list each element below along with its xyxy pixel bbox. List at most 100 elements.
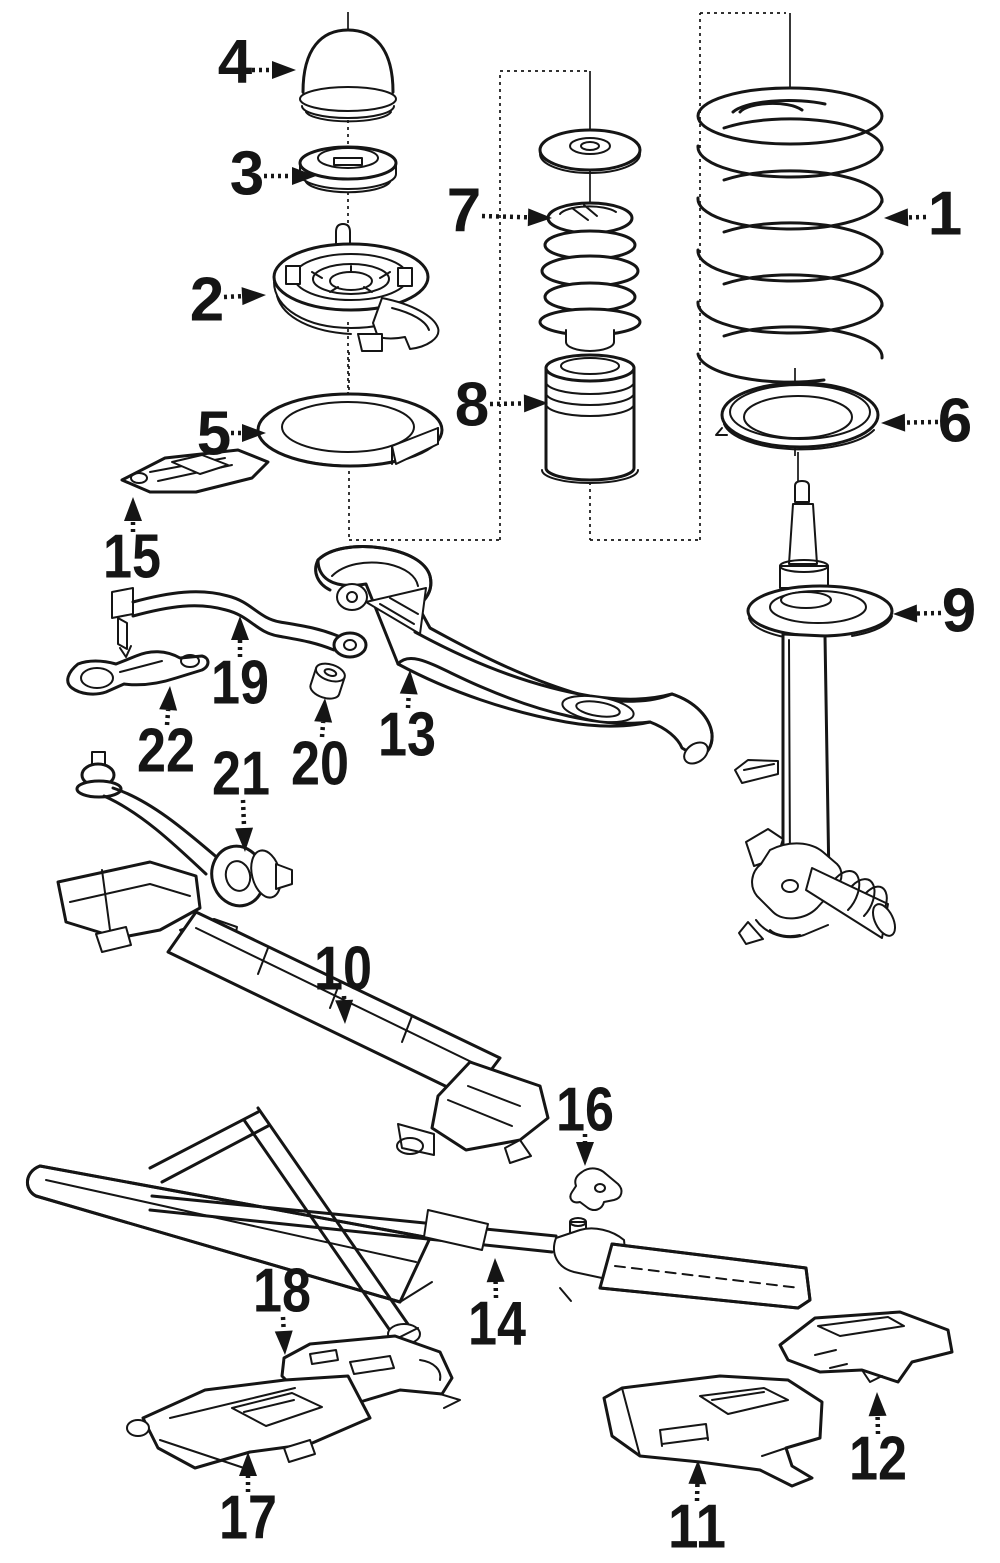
part-number-label: 2 [190,266,224,335]
part-18-splash-shield [280,1334,461,1409]
callout-4[interactable]: 4 [218,28,296,97]
callout-arrow-head [868,1392,887,1417]
part-number-label: 21 [212,740,270,809]
part-number-label: 9 [942,577,976,646]
callout-19[interactable]: 19 [211,616,269,718]
part-6-lower-spring-pad [715,381,880,451]
callout-arrow-head [893,604,918,623]
callout-arrow-head [124,497,142,521]
callout-17[interactable]: 17 [219,1452,277,1553]
part-19-stabilizer-link [111,587,368,659]
part-14-subframe [26,1106,812,1345]
part-number-label: 12 [849,1425,907,1494]
part-number-label: 3 [230,140,264,209]
callout-arrow-shaft [164,709,171,726]
part-number-label: 7 [447,177,481,246]
callout-21[interactable]: 21 [212,740,270,853]
part-12-splash-shield [778,1310,954,1384]
callout-20[interactable]: 20 [291,698,349,799]
part-15-bracket-plate [120,448,270,494]
callout-22[interactable]: 22 [137,686,195,786]
callout-arrow-head [527,208,552,227]
callout-arrow-shaft [489,401,525,407]
part-number-label: 14 [468,1290,526,1359]
part-1-coil-spring [696,86,884,384]
callout-arrow-shaft [319,721,326,738]
callout-arrow-shaft [904,419,939,425]
part-4-dust-cap [299,28,397,123]
part-number-label: 19 [211,649,269,718]
part-number-label: 6 [938,387,972,456]
callout-13[interactable]: 13 [378,670,436,770]
part-17-splash-shield [126,1374,372,1471]
part-21-tension-rod [75,751,293,908]
callout-3[interactable]: 3 [230,140,316,209]
part-8-dust-boot [541,353,639,484]
callout-arrow-shaft [481,213,529,220]
part-number-label: 18 [253,1257,311,1326]
callout-arrow-head [399,670,418,695]
callout-arrow-head [274,1330,293,1355]
callout-arrow-head [688,1460,707,1485]
part-number-label: 17 [219,1484,277,1553]
part-number-label: 16 [556,1076,614,1145]
callout-arrow-head [314,698,333,723]
part-number-label: 10 [314,935,372,1004]
part-number-label: 13 [378,701,436,770]
part-number-label: 1 [928,180,962,249]
callout-arrow-head [241,287,266,306]
callout-7[interactable]: 7 [447,177,552,246]
callout-arrow-head [523,394,548,413]
callout-arrow-shaft [405,693,411,709]
callout-14[interactable]: 14 [468,1258,526,1359]
callout-arrow-shaft [240,799,247,829]
callout-arrow-head [486,1258,505,1283]
callout-10[interactable]: 10 [314,935,372,1025]
callout-arrow-shaft [223,293,243,300]
callout-arrow-head [272,61,296,79]
part-16-bracket [569,1167,623,1211]
callout-11[interactable]: 11 [668,1460,726,1562]
part-number-label: 15 [103,523,161,592]
part-number-label: 11 [668,1493,726,1562]
part-number-label: 4 [218,28,253,97]
part-number-label: 20 [291,730,349,799]
callout-12[interactable]: 12 [849,1392,907,1494]
callout-arrow-head [242,424,266,442]
callout-arrow-head [884,208,909,227]
callout-8[interactable]: 8 [455,371,548,440]
part-2-strut-mount [272,223,440,352]
part-13-stabilizer-bar [314,545,714,765]
part-number-label: 8 [455,371,489,440]
callout-2[interactable]: 2 [190,266,266,335]
part-number-label: 5 [197,400,231,469]
callout-16[interactable]: 16 [556,1076,614,1167]
callout-6[interactable]: 6 [881,387,972,456]
callout-arrow-head [231,616,249,640]
callout-arrow-head [235,827,254,852]
callout-arrow-head [159,686,178,711]
callout-1[interactable]: 1 [884,180,962,249]
callout-arrow-shaft [916,610,942,616]
callout-arrow-head [881,413,906,432]
callout-arrow-head [335,999,354,1024]
callout-9[interactable]: 9 [893,577,976,646]
part-22-arm-bracket [66,650,210,696]
callout-arrow-head [576,1142,594,1166]
part-10-crossmember [56,860,550,1164]
callout-arrow-head [239,1452,257,1476]
callout-18[interactable]: 18 [253,1257,311,1356]
part-5-upper-spring-pad [256,392,444,468]
callout-15[interactable]: 15 [103,497,161,592]
part-number-label: 22 [137,717,195,786]
callout-arrow-head [292,167,316,185]
part-3-strut-bearing [298,145,398,194]
part-20-bushing [309,662,346,700]
callout-arrow-shaft [280,1316,286,1332]
callout-5[interactable]: 5 [197,400,266,469]
part-11-splash-shield [602,1374,824,1488]
part-7-bump-stop [538,128,642,352]
